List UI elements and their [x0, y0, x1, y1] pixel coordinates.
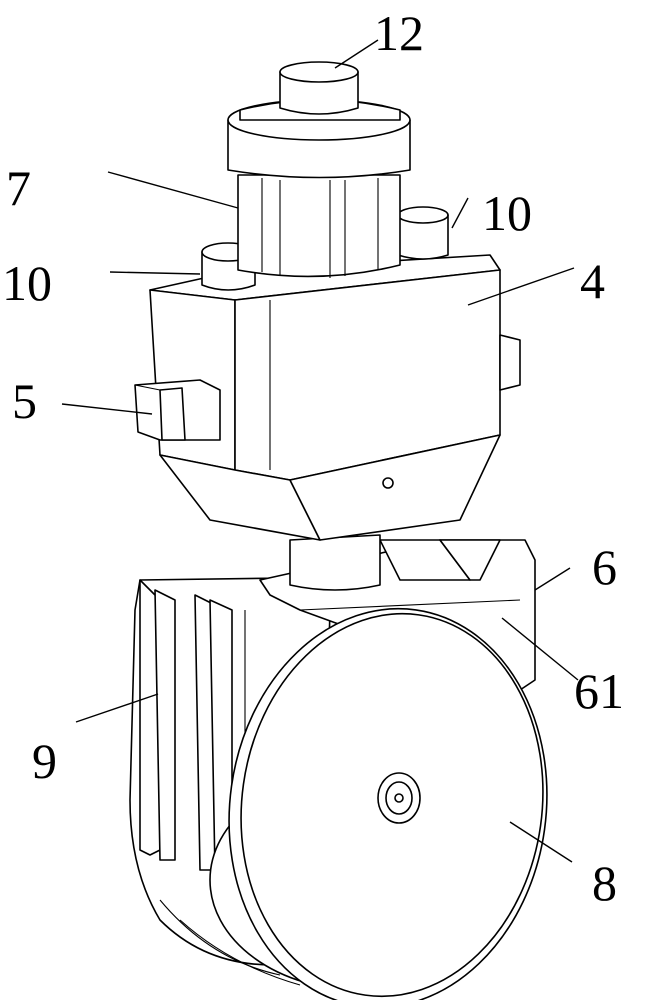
callout-7: 7	[6, 160, 31, 216]
shaft	[290, 535, 380, 590]
leader-6	[535, 568, 570, 590]
callout-6: 6	[592, 539, 617, 595]
callout-10-left: 10	[2, 255, 52, 311]
leader-7	[108, 172, 238, 208]
callout-5: 5	[12, 373, 37, 429]
top-shaft	[280, 62, 358, 114]
leader-10-right	[452, 198, 468, 228]
motor-body	[238, 175, 400, 278]
side-knob	[135, 380, 220, 440]
callout-4: 4	[580, 253, 605, 309]
leader-12	[335, 40, 378, 68]
leader-10-left	[110, 272, 200, 274]
callout-9: 9	[32, 733, 57, 789]
callout-10-right: 10	[482, 185, 532, 241]
callout-12: 12	[374, 5, 424, 61]
callout-61: 61	[574, 663, 624, 719]
callout-8: 8	[592, 855, 617, 911]
